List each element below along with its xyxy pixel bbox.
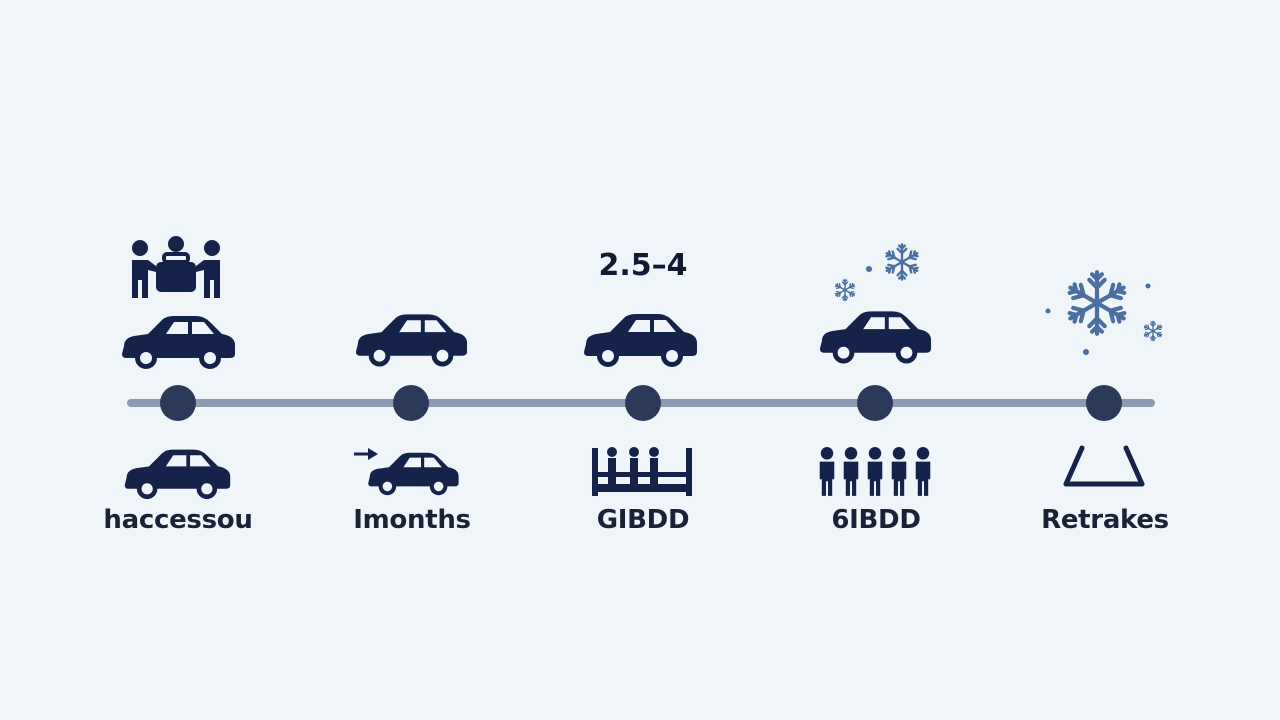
snowflake-icon <box>833 278 857 302</box>
stage-2-label: Imonths <box>353 505 471 535</box>
stage-3-top-label: 2.5–4 <box>598 248 688 283</box>
stage-1-label: haccessou <box>103 505 253 535</box>
car-icon <box>116 444 238 500</box>
stage-5-label: Retrakes <box>1041 505 1169 535</box>
car-icon <box>580 308 700 368</box>
stage-3-label: GIBDD <box>596 505 690 535</box>
queue-barrier-icon <box>592 447 692 496</box>
snow-dots <box>1045 283 1151 355</box>
car-icon <box>118 310 238 370</box>
handover-icon <box>132 236 220 298</box>
snowflake-icon <box>882 242 922 282</box>
car-icon <box>352 308 470 368</box>
timeline-node-1 <box>160 385 196 421</box>
timeline-node-2 <box>393 385 429 421</box>
people-group-icon <box>816 446 936 498</box>
stage-4-label: 6IBDD <box>831 505 921 535</box>
snow-dot <box>866 266 872 272</box>
timeline-node-5 <box>1086 385 1122 421</box>
timeline-node-3 <box>625 385 661 421</box>
car-arrow-icon <box>354 448 466 496</box>
car-icon <box>816 304 934 366</box>
ramp-icon <box>1063 445 1145 487</box>
timeline-node-4 <box>857 385 893 421</box>
